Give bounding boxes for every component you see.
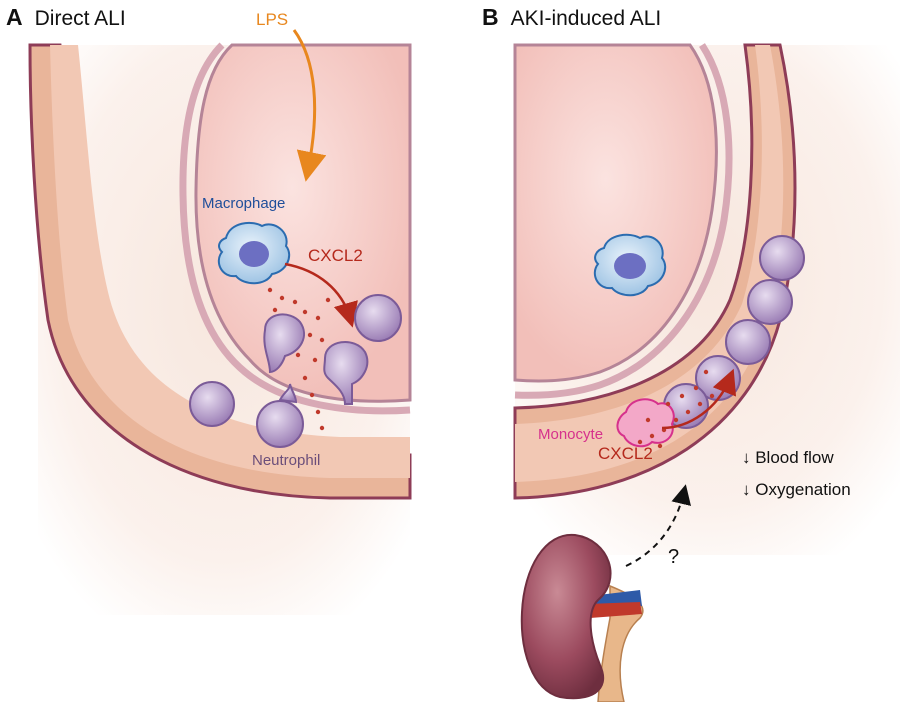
neutrophil-cells-a — [263, 294, 402, 405]
panel-a-letter: A — [6, 4, 23, 30]
lps-label: LPS — [256, 10, 289, 29]
cxcl2-arrow-a — [284, 262, 358, 328]
monocyte-label: Monocyte — [538, 426, 604, 443]
panel-a-title: A Direct ALI — [6, 4, 126, 31]
alveolar-epithelium — [514, 43, 733, 399]
lps-arrow — [292, 29, 327, 182]
oxygenation-label: ↓ Oxygenation — [742, 480, 851, 499]
blood-flow-label: ↓ Blood flow — [742, 448, 834, 467]
cxcl2-label-b: CXCL2 — [598, 444, 653, 463]
panel-a-title-text: Direct ALI — [34, 7, 126, 30]
panel-a-illustration — [28, 29, 412, 615]
capillary-lumen — [50, 45, 410, 478]
neutrophil-cells-b — [663, 235, 805, 429]
monocyte-cell — [616, 398, 675, 448]
panel-b-illustration — [513, 43, 900, 702]
macrophage-cell — [217, 221, 291, 285]
cxcl2-arrow-b — [661, 368, 737, 430]
panel-b-title-text: AKI-induced ALI — [510, 7, 662, 30]
neutrophil-label: Neutrophil — [252, 452, 321, 469]
panel-b-title: B AKI-induced ALI — [482, 4, 661, 31]
kidney-to-lung-arrow — [625, 484, 691, 567]
kidney — [520, 533, 644, 702]
neutrophil-cells-vessel-a — [189, 381, 304, 448]
panel-b-letter: B — [482, 4, 499, 30]
cxcl2-label-a: CXCL2 — [308, 246, 363, 265]
macrophage-label: Macrophage — [202, 195, 286, 212]
question-mark: ? — [668, 546, 680, 568]
alveolar-epithelium — [179, 42, 411, 415]
macrophage-cell — [593, 233, 667, 297]
alveolus — [513, 43, 718, 383]
